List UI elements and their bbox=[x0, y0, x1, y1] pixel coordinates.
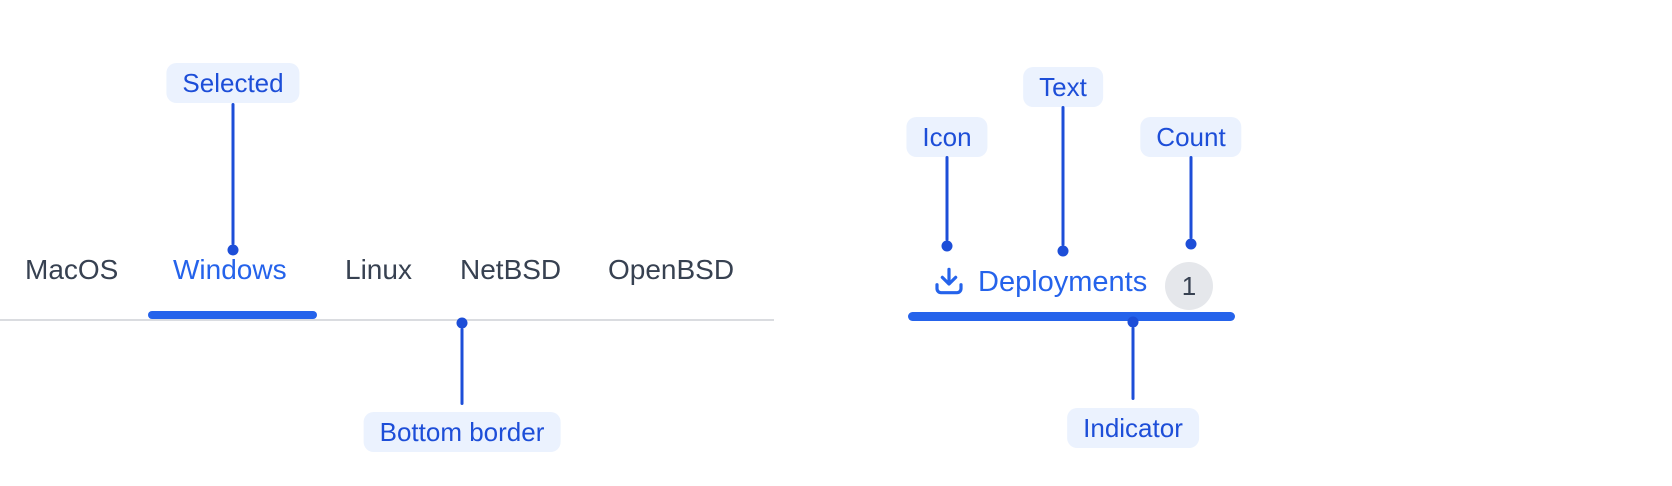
annotation-label-text: Text bbox=[1023, 67, 1103, 107]
tab-openbsd[interactable]: OpenBSD bbox=[608, 254, 735, 285]
annotation-connector-line-icon bbox=[945, 156, 949, 241]
annotation-connector-dot-bottom-border bbox=[456, 317, 468, 329]
tab-linux[interactable]: Linux bbox=[345, 254, 412, 285]
annotation-connector-dot-text bbox=[1057, 245, 1069, 257]
download-icon bbox=[935, 267, 963, 295]
annotation-connector-line-count bbox=[1189, 156, 1193, 239]
annotation-label-selected: Selected bbox=[166, 63, 300, 103]
active-tab-underline bbox=[148, 311, 317, 319]
annotation-label-bottom-border: Bottom border bbox=[363, 412, 561, 452]
annotation-connector-line-text bbox=[1061, 106, 1065, 246]
tab-windows[interactable]: Windows bbox=[173, 254, 287, 285]
annotation-connector-line-indicator bbox=[1131, 327, 1135, 400]
annotation-connector-dot-icon bbox=[941, 240, 953, 252]
annotation-connector-dot-indicator bbox=[1127, 316, 1139, 328]
tab-bar-bottom-border bbox=[0, 319, 774, 321]
annotation-connector-line-selected bbox=[231, 103, 235, 245]
active-tab-indicator bbox=[908, 312, 1235, 321]
tab-macos[interactable]: MacOS bbox=[25, 254, 119, 285]
annotation-connector-dot-selected bbox=[227, 244, 239, 256]
annotation-connector-line-bottom-border bbox=[460, 328, 464, 405]
tab-netbsd[interactable]: NetBSD bbox=[460, 254, 562, 285]
annotation-label-indicator: Indicator bbox=[1067, 408, 1199, 448]
annotation-label-count: Count bbox=[1140, 117, 1242, 157]
count-badge: 1 bbox=[1165, 262, 1213, 310]
annotation-label-icon: Icon bbox=[906, 117, 988, 157]
deployments-tab-label: Deployments bbox=[978, 266, 1148, 298]
annotation-connector-dot-count bbox=[1185, 238, 1197, 250]
